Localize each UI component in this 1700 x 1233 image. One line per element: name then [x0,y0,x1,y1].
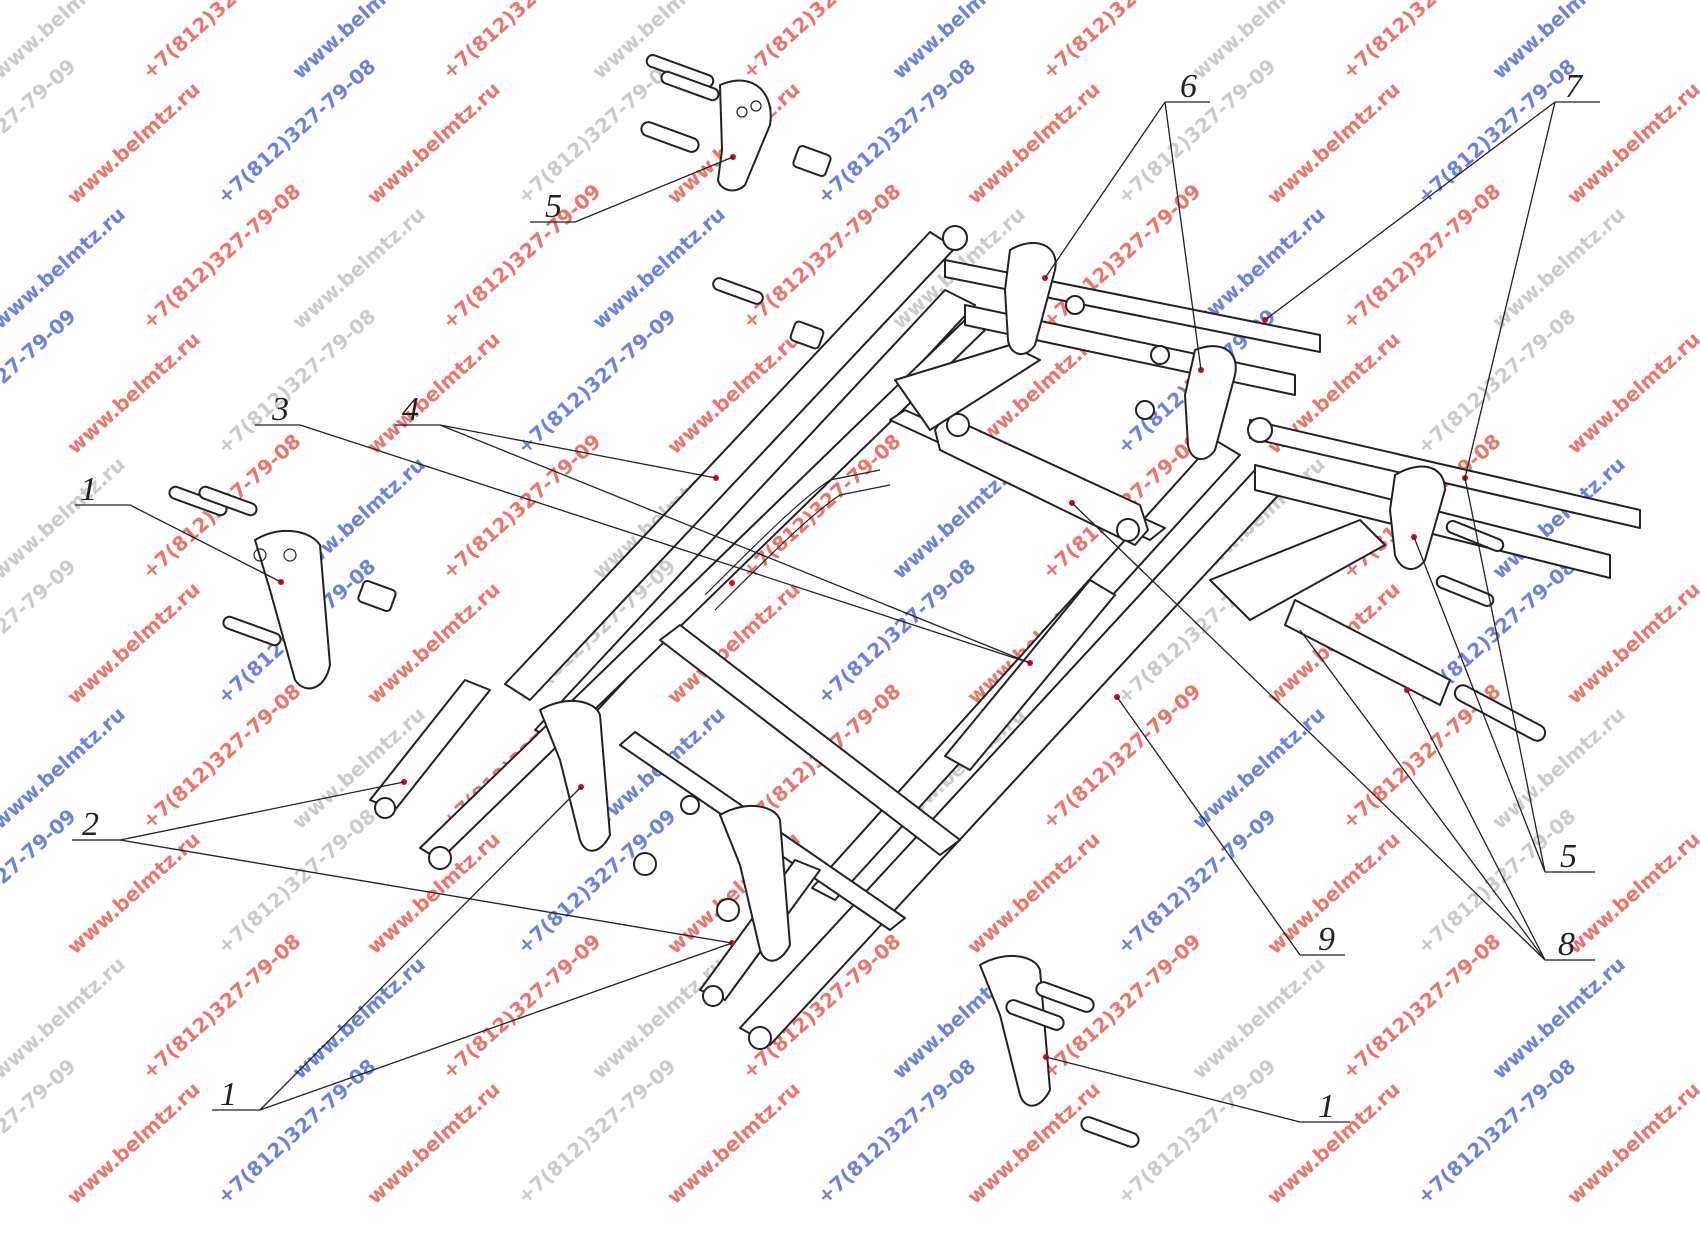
watermark-text: www.belmtz.ru [1262,77,1405,209]
watermark-text: www.belmtz.ru [62,327,205,459]
right-hydraulic-cylinder [944,579,1116,771]
leader-lines [72,101,1600,1123]
nut-front-2 [716,898,740,922]
bracket-1-left [254,529,331,690]
bracket-1-front-a [539,699,611,852]
arm-end-bush-3 [702,985,724,1007]
callout-5-right: 5 [1560,838,1577,875]
pin-right-1 [1035,981,1095,1013]
watermark-text: www.belmtz.ru [1562,1077,1700,1209]
pivot-bushing-left [946,413,970,437]
watermark-text: www.belmtz.ru [662,1077,805,1209]
pin-right-mid-1 [1435,575,1495,607]
bracket-6-upper [1004,241,1057,355]
washer-front [680,795,700,815]
arm-end-bush-1 [374,797,396,819]
watermark-text: www.belmtz.ru [362,77,505,209]
rear-bracket-right [1209,519,1386,621]
pin-top-2 [660,70,720,102]
pivot-bushing-right [1116,518,1140,542]
watermark-text: +7(812)327-79-08 [1337,0,1505,84]
watermark-text: www.belmtz.ru [362,1077,505,1209]
watermark-text: www.belmtz.ru [62,577,205,709]
pivot-link-plate [934,414,1149,546]
watermark-text: www.belmtz.ru [1562,77,1700,209]
watermark-text: www.belmtz.ru [362,327,505,459]
loose-parts [168,54,1547,1148]
watermark-text: www.belmtz.ru [1562,577,1700,709]
callout-4: 4 [402,391,419,428]
watermark-text: www.belmtz.ru [62,77,205,209]
watermark-text: www.belmtz.ru [1562,327,1700,459]
watermark-text: +7(812)327-79-08 [737,0,905,84]
pin-left-2 [198,485,258,517]
loose-cylinder [1284,599,1451,706]
callouts: 1 1 1 2 3 4 5 5 6 7 8 9 [80,68,1584,1125]
bracket-1-front-b [719,804,791,962]
watermark-text: www.belmtz.ru [962,77,1105,209]
callout-8: 8 [1558,926,1575,963]
rear-bracket-left [894,344,1041,431]
watermark-text: www.belmtz.ru [62,1077,205,1209]
arm-end-bush-2 [428,846,452,870]
pin-left-3 [222,615,282,647]
callout-2: 2 [82,806,99,843]
callout-1-left: 1 [80,471,97,508]
nut-rear-2 [1065,295,1085,315]
pin-right-mid-2 [1445,520,1505,552]
callout-1-right: 1 [1318,1088,1335,1125]
bracket-1-right [979,954,1051,1107]
bracket-5-right [1389,465,1446,570]
watermark-text: www.belmtz.ru [962,827,1105,959]
hydraulic-line-1 [704,469,881,596]
callout-3: 3 [271,391,289,428]
top-bush-right [1247,417,1273,443]
nut-rear-1 [1150,345,1170,365]
hydraulic-line-2 [714,484,891,611]
pin-right-2 [1005,999,1065,1031]
callout-1-bottom: 1 [220,1076,237,1113]
watermark-text: www.belmtz.ru [62,827,205,959]
nut-front-1 [633,852,657,876]
pin-top-3 [640,121,700,153]
bracket-5-top [717,79,772,192]
watermark-text: +7(812)327-79-09 [437,0,605,84]
callout-6: 6 [1180,68,1197,105]
bushing-left [357,579,397,613]
bushing-mid-top [789,320,825,350]
top-bush-left [942,225,968,251]
bracket-6-lower [1184,345,1237,460]
watermark-text: www.belmtz.ru [1562,827,1700,959]
callout-5-top: 5 [545,188,562,225]
watermark-text: +7(812)327-79-08 [137,0,305,84]
washer-rear [1135,400,1155,420]
cross-member-upper [659,624,961,856]
pin-right-3 [1080,1116,1140,1148]
arm-end-bush-4 [748,1026,772,1050]
callout-7: 7 [1565,68,1584,105]
callout-9: 9 [1318,921,1335,958]
pin-mid-top [712,277,764,305]
bushing-top [792,144,832,178]
